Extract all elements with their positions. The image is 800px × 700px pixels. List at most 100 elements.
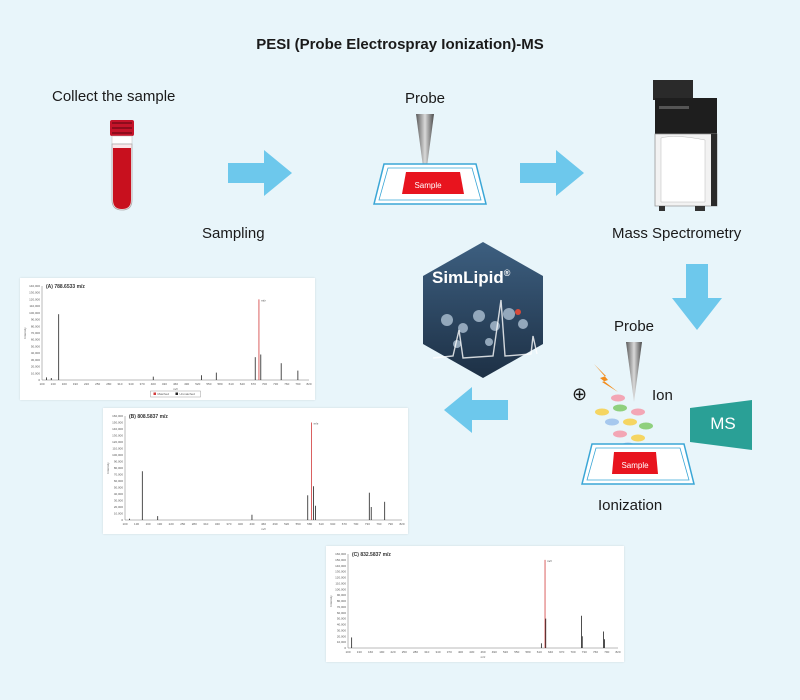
legend-label-unmatched: Unmatched	[180, 392, 196, 396]
mass-spectrometer-icon	[653, 80, 718, 211]
x-tick-label: 250	[402, 650, 407, 654]
x-tick-label: 220	[169, 522, 174, 526]
x-tick-label: 340	[435, 650, 440, 654]
x-tick-label: 310	[424, 650, 429, 654]
y-tick-label: 40,000	[31, 351, 41, 355]
y-tick-label: 100,000	[112, 453, 123, 457]
x-tick-label: 310	[203, 522, 208, 526]
x-tick-label: 490	[492, 650, 497, 654]
x-tick-label: 400	[151, 382, 156, 386]
spectrum-chart-b: (B) 808.5837 m/z010,00020,00030,00040,00…	[106, 414, 405, 531]
y-tick-label: 140,000	[112, 427, 123, 431]
x-tick-label: 580	[307, 522, 312, 526]
y-tick-label: 0	[121, 518, 123, 522]
x-axis-label: m/z	[173, 387, 178, 391]
y-tick-label: 110,000	[335, 581, 346, 585]
legend-box	[150, 390, 201, 398]
x-tick-label: 730	[582, 650, 587, 654]
x-tick-label: 550	[296, 522, 301, 526]
x-tick-label: 340	[128, 382, 133, 386]
y-tick-label: 50,000	[114, 486, 124, 490]
probe-needle-icon	[626, 342, 642, 402]
x-tick-label: 760	[593, 650, 598, 654]
x-tick-label: 190	[379, 650, 384, 654]
x-tick-label: 610	[319, 522, 324, 526]
x-tick-label: 640	[548, 650, 553, 654]
y-tick-label: 80,000	[31, 324, 41, 328]
y-tick-label: 70,000	[31, 331, 41, 335]
y-axis-label: Intensity	[106, 462, 110, 474]
x-tick-label: 670	[559, 650, 564, 654]
y-tick-label: 90,000	[31, 318, 41, 322]
x-tick-label: 340	[215, 522, 220, 526]
x-tick-label: 190	[157, 522, 162, 526]
y-tick-label: 130,000	[29, 291, 40, 295]
y-tick-label: 160,000	[112, 414, 123, 418]
legend-label-matched: Matched	[158, 392, 170, 396]
x-tick-label: 820	[615, 650, 620, 654]
plus-ion-symbol: ⊕	[572, 384, 588, 404]
peak-label: m/z	[547, 559, 552, 563]
y-tick-label: 20,000	[337, 634, 347, 638]
x-axis-label: m/z	[481, 655, 486, 659]
x-tick-label: 100	[39, 382, 44, 386]
legend-swatch-unmatched	[175, 392, 178, 395]
probe-label-top: Probe	[405, 90, 446, 107]
x-tick-label: 490	[273, 522, 278, 526]
x-tick-label: 640	[330, 522, 335, 526]
x-tick-label: 700	[353, 522, 358, 526]
ionization-plate	[581, 443, 695, 485]
y-tick-label: 60,000	[114, 479, 124, 483]
x-tick-label: 370	[226, 522, 231, 526]
y-tick-label: 130,000	[335, 570, 346, 574]
x-tick-label: 280	[192, 522, 197, 526]
spectrum-chart-c: (C) 832.5837 m/z010,00020,00030,00040,00…	[329, 552, 621, 659]
legend-swatch-matched	[153, 392, 156, 395]
x-tick-label: 220	[84, 382, 89, 386]
y-tick-label: 0	[38, 378, 40, 382]
x-axis-label: m/z	[261, 527, 266, 531]
y-tick-label: 100,000	[29, 311, 40, 315]
droplet-icon	[595, 394, 653, 450]
x-tick-label: 640	[240, 382, 245, 386]
x-tick-label: 460	[480, 650, 485, 654]
y-tick-label: 40,000	[337, 623, 347, 627]
x-tick-label: 820	[399, 522, 404, 526]
y-tick-label: 10,000	[114, 512, 124, 516]
x-tick-label: 520	[195, 382, 200, 386]
x-tick-label: 580	[525, 650, 530, 654]
flow-arrow-4	[444, 387, 508, 433]
sample-text-top: Sample	[414, 181, 442, 190]
y-tick-label: 30,000	[114, 499, 124, 503]
y-tick-label: 50,000	[31, 344, 41, 348]
peak-label: m/z	[261, 298, 266, 302]
y-tick-label: 150,000	[335, 558, 346, 562]
sampling-label: Sampling	[202, 225, 265, 242]
page-title: PESI (Probe Electrospray Ionization)-MS	[256, 36, 544, 53]
x-tick-label: 790	[604, 650, 609, 654]
x-tick-label: 430	[249, 522, 254, 526]
y-tick-label: 160,000	[335, 552, 346, 556]
y-tick-label: 70,000	[337, 605, 347, 609]
x-tick-label: 700	[570, 650, 575, 654]
y-tick-label: 140,000	[29, 284, 40, 288]
y-tick-label: 90,000	[337, 593, 347, 597]
x-tick-label: 520	[284, 522, 289, 526]
y-tick-label: 10,000	[31, 371, 41, 375]
peak-label: m/z	[314, 422, 319, 426]
x-tick-label: 160	[146, 522, 151, 526]
x-tick-label: 280	[106, 382, 111, 386]
x-tick-label: 220	[390, 650, 395, 654]
x-tick-label: 250	[180, 522, 185, 526]
x-tick-label: 610	[229, 382, 234, 386]
y-tick-label: 40,000	[114, 492, 124, 496]
y-tick-label: 90,000	[114, 460, 124, 464]
y-tick-label: 60,000	[31, 338, 41, 342]
x-tick-label: 460	[173, 382, 178, 386]
y-tick-label: 130,000	[112, 434, 123, 438]
x-tick-label: 730	[365, 522, 370, 526]
y-tick-label: 30,000	[31, 358, 41, 362]
flow-arrow-3	[672, 264, 722, 330]
y-tick-label: 80,000	[114, 466, 124, 470]
